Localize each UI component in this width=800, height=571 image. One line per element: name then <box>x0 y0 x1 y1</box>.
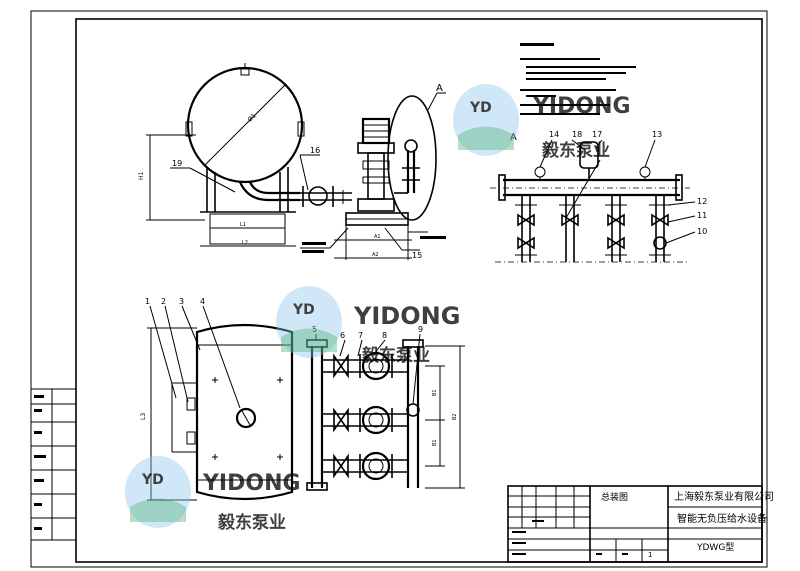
title-block: 1 总装图 上海毅东泵业有限公司 智能无负压给水设备 YDWG型 <box>507 485 774 563</box>
callout-9: 9 <box>418 325 423 334</box>
callout-11: 11 <box>697 211 707 220</box>
callout-4: 4 <box>200 297 205 306</box>
pump-row-3 <box>322 451 408 481</box>
svg-text:1: 1 <box>648 551 652 559</box>
pump-row-1 <box>322 351 408 381</box>
svg-text:A1: A1 <box>374 234 381 240</box>
manifold-detail-view: 14 18 17 13 12 11 10 <box>490 130 707 263</box>
technical-notes <box>520 43 636 115</box>
watermark-top-cn: 毅东泵业 <box>541 140 610 161</box>
detail-label-a-right: A <box>510 132 517 143</box>
watermark-top-brand: YIDONG <box>532 94 631 119</box>
title-model: YDWG型 <box>696 542 734 553</box>
watermark-middle: YD YIDONG 毅东泵业 <box>276 286 460 366</box>
title-company: 上海毅东泵业有限公司 <box>674 490 774 503</box>
svg-text:H1: H1 <box>138 171 145 180</box>
callout-19: 19 <box>172 159 182 168</box>
callout-5: 5 <box>312 325 317 334</box>
watermark-middle-brand: YIDONG <box>353 302 460 330</box>
callout-18: 18 <box>572 130 582 139</box>
callout-6: 6 <box>340 331 345 340</box>
left-revision-table <box>30 388 77 541</box>
watermark-bottom-brand: YIDONG <box>202 471 301 496</box>
side-elevation-view: Ø1 H1 L1 L2 <box>138 63 517 260</box>
detail-label-a: A <box>436 83 443 94</box>
callout-3: 3 <box>179 297 184 306</box>
callout-1: 1 <box>145 297 150 306</box>
svg-text:B1: B1 <box>432 439 438 446</box>
callout-12: 12 <box>697 197 707 206</box>
callout-14: 14 <box>549 130 559 139</box>
outer-border <box>30 10 768 568</box>
svg-text:L1: L1 <box>240 222 246 228</box>
callout-2: 2 <box>161 297 166 306</box>
inner-frame <box>75 18 763 563</box>
callout-15: 15 <box>412 251 422 260</box>
callout-16: 16 <box>310 146 320 155</box>
watermark-top-logo: YD <box>469 100 492 116</box>
callout-7: 7 <box>358 331 363 340</box>
callout-17: 17 <box>592 130 602 139</box>
callout-13: 13 <box>652 130 662 139</box>
watermark-bottom: YD YIDONG 毅东泵业 <box>125 456 301 533</box>
watermark-bottom-logo: YD <box>141 472 164 488</box>
svg-text:L2: L2 <box>242 240 248 246</box>
title-drawing-name: 总装图 <box>601 491 628 503</box>
watermark-top: YD YIDONG 毅东泵业 <box>453 84 631 161</box>
plan-view: L3 1 2 3 4 <box>140 297 465 501</box>
title-product: 智能无负压给水设备 <box>677 512 767 525</box>
watermark-bottom-cn: 毅东泵业 <box>217 512 286 533</box>
svg-text:A2: A2 <box>372 252 379 258</box>
watermark-middle-logo: YD <box>292 302 315 318</box>
callout-10: 10 <box>697 227 707 236</box>
svg-text:B1: B1 <box>432 389 438 396</box>
callout-8: 8 <box>382 331 387 340</box>
svg-text:Ø1: Ø1 <box>246 112 257 123</box>
watermark-middle-cn: 毅东泵业 <box>361 345 430 366</box>
svg-text:B2: B2 <box>452 413 458 420</box>
svg-text:L3: L3 <box>140 413 147 420</box>
pump-row-2 <box>322 405 408 435</box>
